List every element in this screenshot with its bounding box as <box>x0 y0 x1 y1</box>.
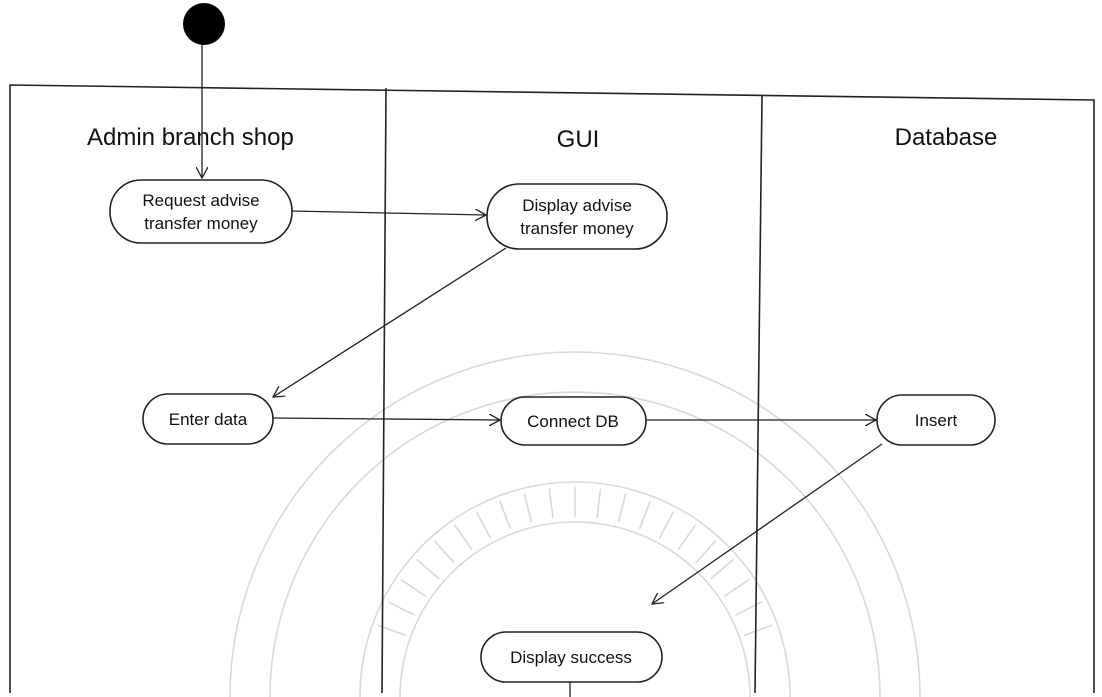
lane-divider-2 <box>754 95 763 694</box>
watermark-ray <box>638 500 652 530</box>
edge-request-to-display-advise <box>290 211 486 215</box>
watermark-ray <box>400 578 427 598</box>
lane-title-admin: Admin branch shop <box>87 124 294 151</box>
lane-title-database: Database <box>895 124 998 151</box>
lane-divider-1 <box>381 87 387 694</box>
watermark-ray <box>710 558 735 580</box>
watermark-ray <box>723 578 750 598</box>
edge-insert-to-display-success <box>652 443 883 604</box>
watermark-ray <box>617 493 627 523</box>
watermark-ray <box>658 511 675 539</box>
watermark-seal <box>229 351 921 697</box>
edge-display-advise-to-enter-data <box>273 247 507 397</box>
node-display-success: Display success <box>480 631 663 683</box>
node-insert: Insert <box>876 394 996 446</box>
node-request-advise-line2: transfer money <box>144 214 258 233</box>
edges <box>202 35 883 697</box>
lane-title-gui: GUI <box>557 126 600 153</box>
node-connect-db-label: Connect DB <box>527 412 619 431</box>
node-connect-db: Connect DB <box>500 396 647 446</box>
node-display-advise-line1: Display advise <box>522 196 632 215</box>
watermark-ray <box>596 488 602 519</box>
node-display-advise-line2: transfer money <box>520 219 634 238</box>
node-enter-data: Enter data <box>142 393 274 445</box>
watermark-ray <box>453 524 473 551</box>
watermark-ray <box>735 600 763 616</box>
node-display-success-label: Display success <box>510 648 632 667</box>
watermark-ray <box>475 511 492 539</box>
watermark-ray <box>498 500 512 530</box>
watermark-ray <box>694 540 717 564</box>
node-request-advise: Request advise transfer money <box>109 179 293 244</box>
node-insert-label: Insert <box>915 411 958 430</box>
watermark-ray <box>415 558 440 580</box>
node-display-advise: Display advise transfer money <box>486 183 668 250</box>
node-request-advise-line1: Request advise <box>142 191 259 210</box>
node-enter-data-label: Enter data <box>169 410 248 429</box>
watermark-ray <box>387 600 415 616</box>
watermark-ray <box>743 624 773 637</box>
start-node <box>183 3 225 45</box>
swimlane-frame <box>9 84 1095 694</box>
watermark-ray <box>548 488 554 519</box>
watermark-ray <box>677 524 697 551</box>
watermark-ray <box>523 493 533 523</box>
watermark-ray <box>433 540 456 564</box>
edge-enter-data-to-connect-db <box>271 418 500 420</box>
